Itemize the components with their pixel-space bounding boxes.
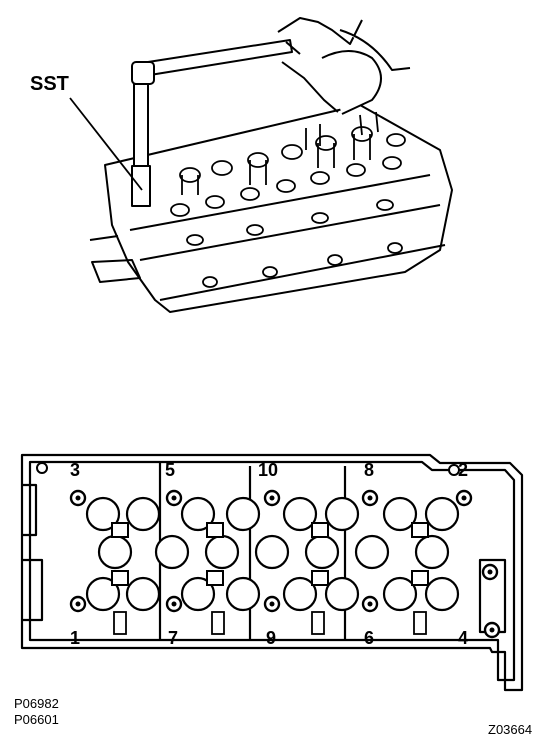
cam-cap-tab xyxy=(311,570,329,586)
valve-cup xyxy=(424,496,460,532)
cam-cap-tab xyxy=(311,522,329,538)
cam-cap-tab xyxy=(206,570,224,586)
figure-code: Z03664 xyxy=(488,722,532,737)
valve-cup xyxy=(282,496,318,532)
torque-wrench xyxy=(131,39,293,207)
valve-cup xyxy=(324,576,360,612)
head-bolt-center xyxy=(269,495,275,501)
valve-cup xyxy=(225,496,261,532)
hand-illustration xyxy=(277,17,411,115)
bolt-label-10: 10 xyxy=(258,460,278,480)
valve-cup xyxy=(97,534,133,570)
locating-hole xyxy=(448,464,460,476)
cam-cap-tab xyxy=(411,522,429,538)
valve-cup xyxy=(414,534,450,570)
valve-cup xyxy=(254,534,290,570)
cam-cap-tab xyxy=(111,522,129,538)
head-bolt-center xyxy=(171,495,177,501)
bolt-sequence-labels: 3 5 10 8 2 1 7 9 6 4 xyxy=(70,460,468,648)
head-bolt-center xyxy=(269,601,275,607)
valve-cup xyxy=(125,496,161,532)
head-bolt-center xyxy=(75,495,81,501)
bolt-label-2: 2 xyxy=(458,460,468,480)
valve-cup xyxy=(382,576,418,612)
head-bolt-center xyxy=(367,601,373,607)
bolt-label-6: 6 xyxy=(364,628,374,648)
head-bolt-center xyxy=(489,627,495,633)
bolt-label-4: 4 xyxy=(458,628,468,648)
valve-cup xyxy=(154,534,190,570)
cam-cap-tab xyxy=(206,522,224,538)
valve-stem xyxy=(211,611,225,635)
bolt-label-3: 3 xyxy=(70,460,80,480)
bolt-label-8: 8 xyxy=(364,460,374,480)
head-bolt-center xyxy=(487,569,493,575)
bolt-label-5: 5 xyxy=(165,460,175,480)
sst-callout: SST xyxy=(30,73,143,191)
valve-cup xyxy=(204,534,240,570)
valve-cup xyxy=(125,576,161,612)
valve-cup xyxy=(424,576,460,612)
valve-cup xyxy=(225,576,261,612)
valve-cup xyxy=(304,534,340,570)
head-bolt-center xyxy=(171,601,177,607)
cam-cap-tab xyxy=(411,570,429,586)
bolt-label-7: 7 xyxy=(168,628,178,648)
head-bolt-center xyxy=(75,601,81,607)
valve-stem xyxy=(311,611,325,635)
cam-cap-tab xyxy=(111,570,129,586)
valve-cup xyxy=(324,496,360,532)
valve-cup xyxy=(382,496,418,532)
reference-code-2: P06601 xyxy=(14,712,59,727)
head-bolt-center xyxy=(461,495,467,501)
bolt-label-1: 1 xyxy=(70,628,80,648)
reference-code-1: P06982 xyxy=(14,696,59,711)
valve-cup xyxy=(354,534,390,570)
valve-cups xyxy=(85,496,460,635)
valve-stem xyxy=(113,611,127,635)
sst-label: SST xyxy=(30,73,69,95)
valve-cup xyxy=(282,576,318,612)
cylinder-head-illustration xyxy=(89,104,453,313)
locating-hole xyxy=(36,462,48,474)
valve-stem xyxy=(413,611,427,635)
bolt-label-9: 9 xyxy=(266,628,276,648)
head-bolts xyxy=(36,462,501,639)
head-bolt-center xyxy=(367,495,373,501)
